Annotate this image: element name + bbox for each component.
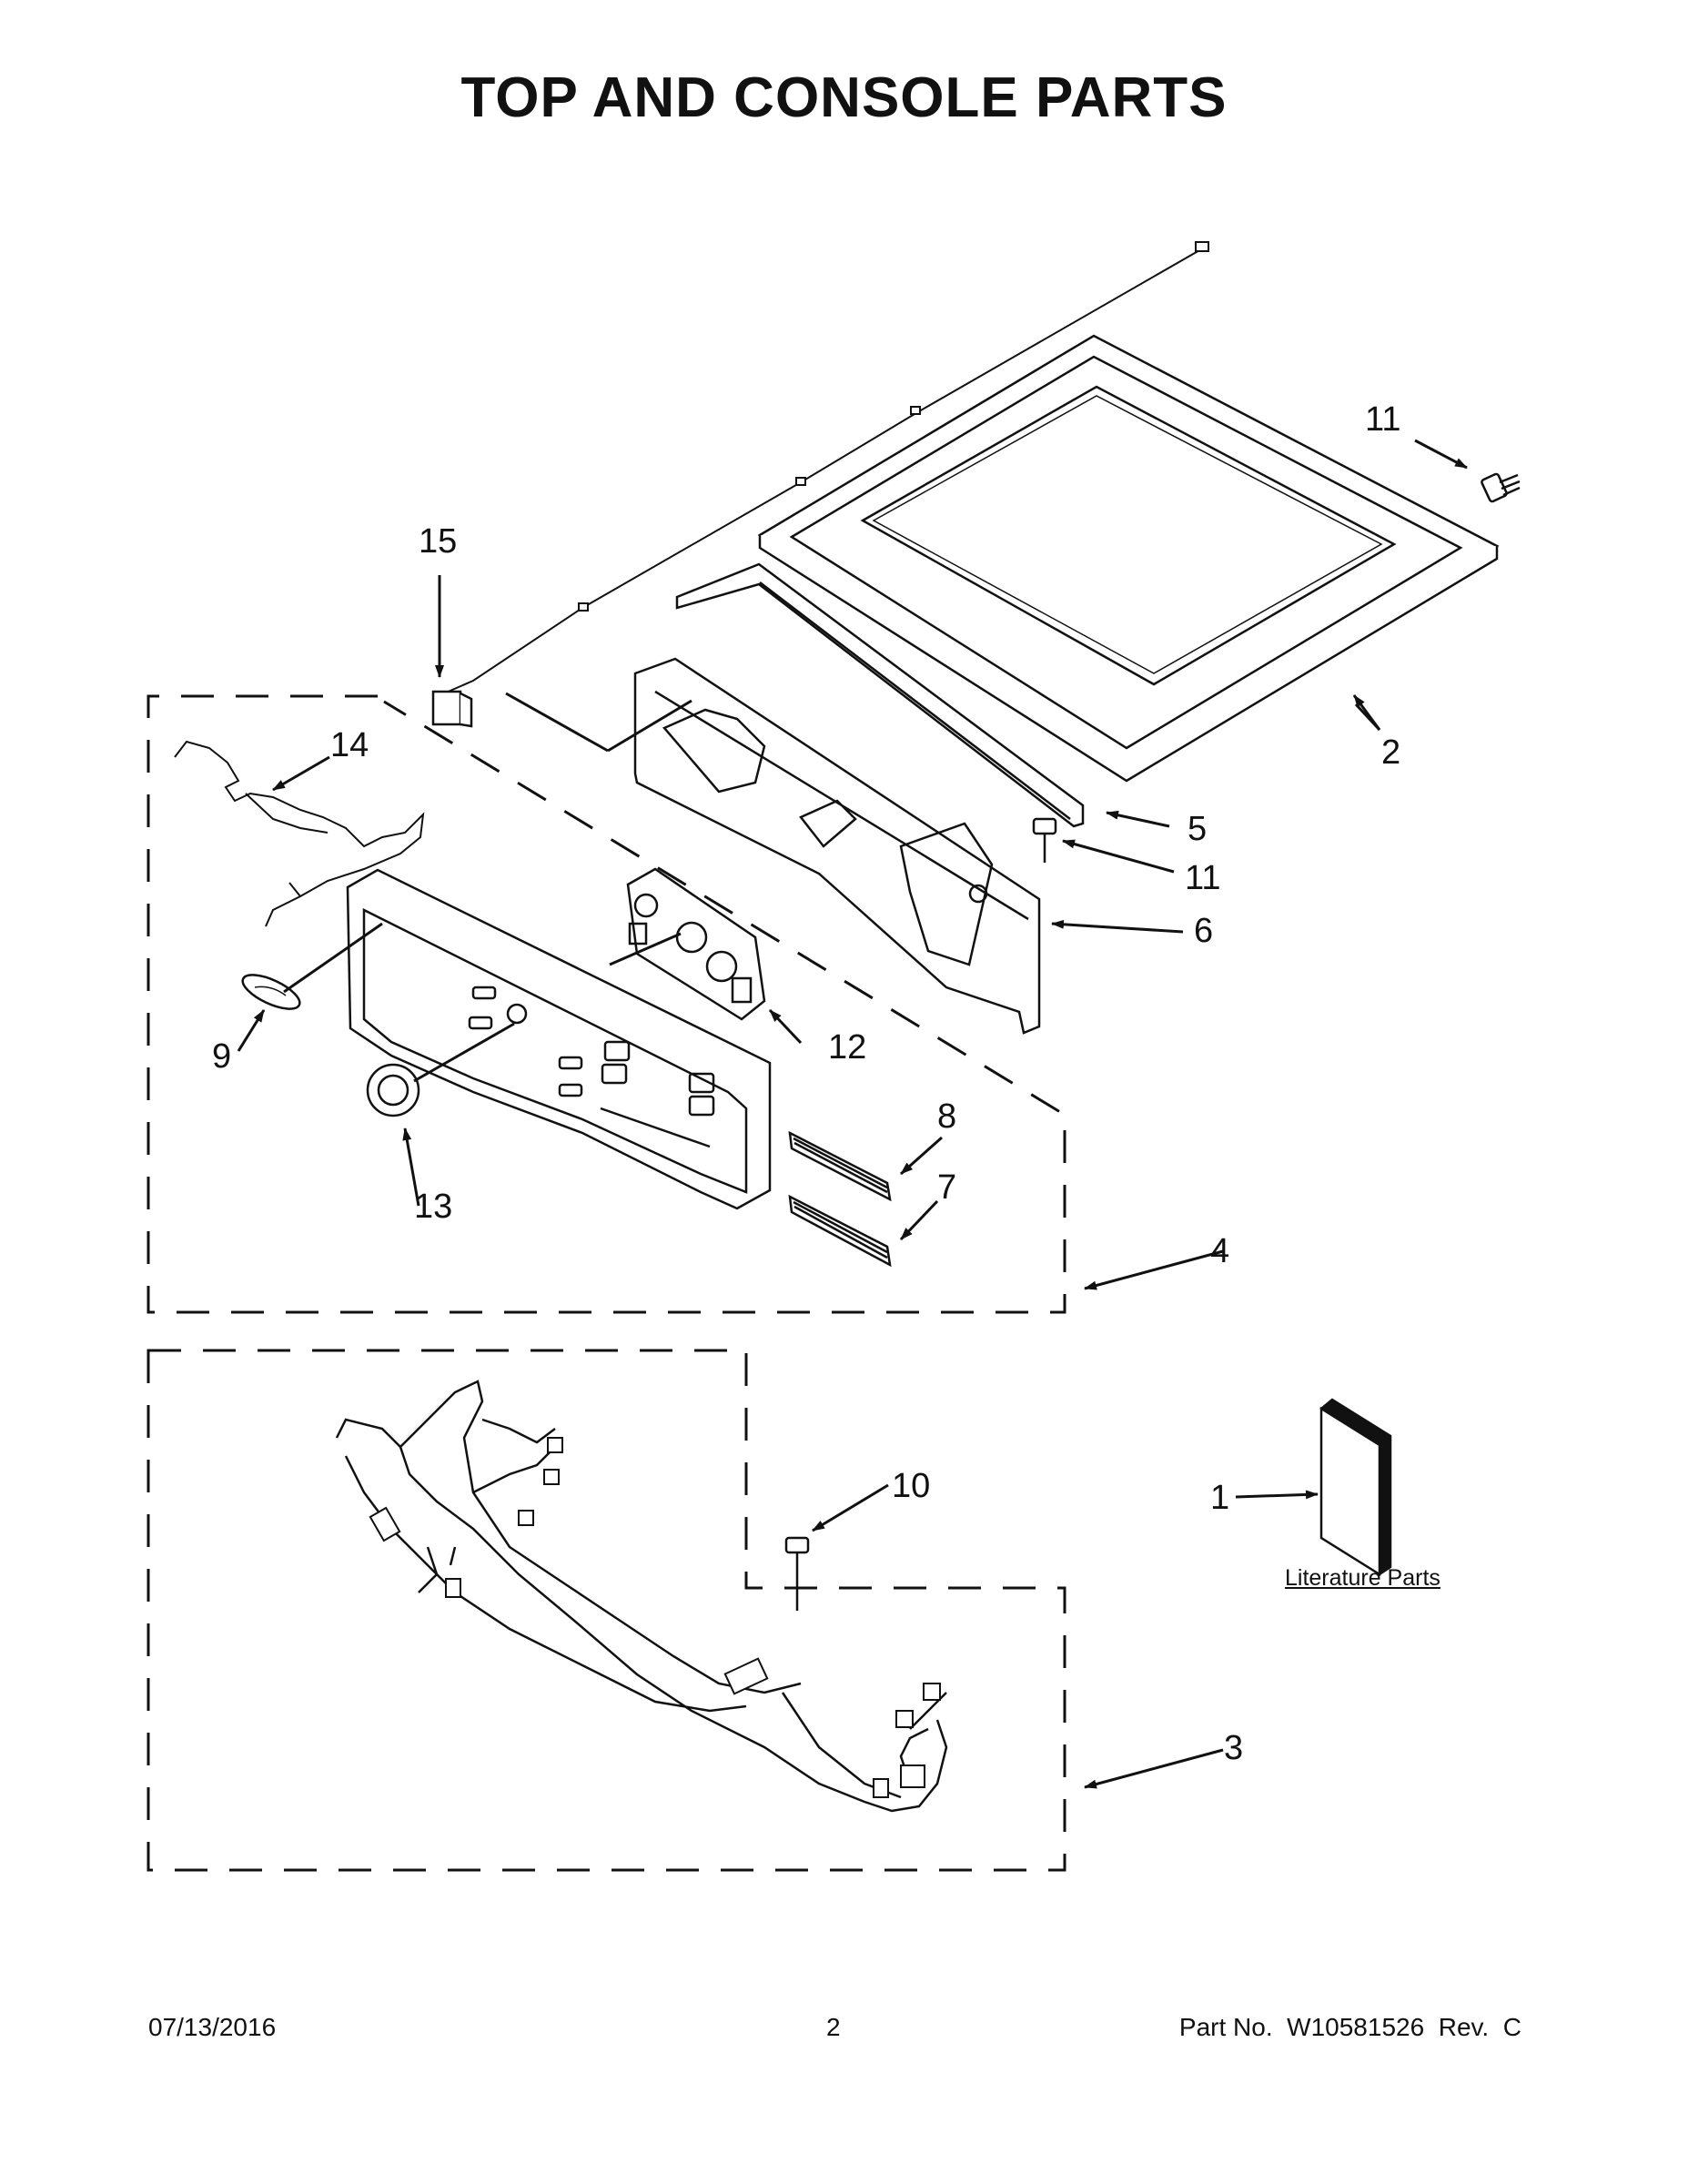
ribbon-cable-part-8 [788, 1130, 892, 1202]
leader-lines [237, 439, 1468, 1789]
screw-part-10 [784, 1536, 810, 1611]
logo-badge-part-9 [241, 974, 301, 1010]
callout-14: 14 [330, 726, 369, 764]
main-wire-harness-part-3 [335, 1380, 948, 1813]
callout-11-rail: 11 [1185, 859, 1221, 897]
literature-parts-label: Literature Parts [1285, 1565, 1440, 1591]
ribbon-cable-part-7 [788, 1194, 892, 1268]
callout-10: 10 [892, 1467, 931, 1505]
main-harness-connectors [369, 1437, 941, 1798]
control-panel [346, 868, 772, 1210]
console-rear-panel-part-6 [633, 657, 1041, 1035]
callout-3: 3 [1224, 1729, 1244, 1767]
footer-part-number: Part No. W10581526 Rev. C [1178, 2013, 1521, 2041]
screw-part-11-rail [1032, 817, 1057, 863]
callout-8: 8 [937, 1097, 957, 1136]
top-wire [443, 241, 1209, 694]
callout-1: 1 [1210, 1479, 1230, 1517]
control-board-part-12 [626, 867, 766, 1021]
literature-book-part-1 [1319, 1398, 1392, 1577]
callout-13: 13 [414, 1188, 453, 1226]
callout-4: 4 [1210, 1232, 1230, 1270]
footer-date: 07/13/2016 [148, 2013, 277, 2041]
wire-harness-part-14 [174, 740, 425, 927]
top-panel [757, 334, 1500, 783]
knob-part-13 [366, 1063, 420, 1117]
footer-page-number: 2 [826, 2013, 841, 2041]
console-group-box [147, 694, 1066, 1314]
callout-9: 9 [212, 1037, 232, 1076]
callout-12: 12 [828, 1028, 867, 1067]
callout-5: 5 [1188, 810, 1208, 848]
page-title: TOP AND CONSOLE PARTS [460, 66, 1228, 129]
screw-part-11-top [1481, 472, 1521, 503]
callout-11-top: 11 [1365, 400, 1401, 439]
harness-group-box [147, 1349, 1066, 1872]
rail-bracket-part-5 [675, 562, 1085, 828]
callout-15: 15 [419, 522, 458, 561]
callout-7: 7 [937, 1168, 957, 1207]
callout-6: 6 [1194, 912, 1214, 950]
callout-2: 2 [1381, 733, 1401, 772]
connector-part-15 [431, 690, 473, 728]
